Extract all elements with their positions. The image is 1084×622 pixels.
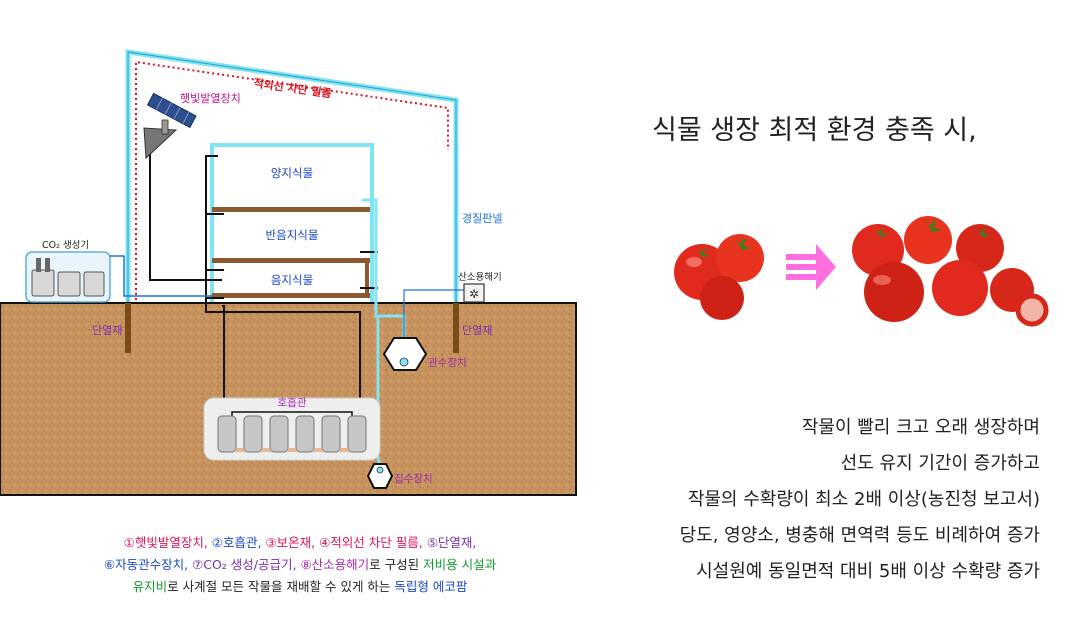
description-line-5: 시설원예 동일면적 대비 5배 이상 수확량 증가 xyxy=(696,561,1040,582)
breathing-pipe-label: 호흡관 xyxy=(278,396,307,409)
water-collector-label: 집수장치 xyxy=(394,473,433,485)
legend-line2-segment: 저비용 시설과 xyxy=(423,557,497,572)
legend-line2-segment: ⑦CO₂ 생성/공급기, xyxy=(192,557,301,572)
half-shade-plant-label: 반음지식물 xyxy=(266,228,319,242)
legend: ①햇빛발열장치, ②호흡관, ③보온재, ④적외선 차단 필름, ⑤단열재, ⑥… xyxy=(20,532,580,598)
tomato-small-group xyxy=(674,234,764,320)
legend-line1-segment: ②호흡관, xyxy=(211,535,266,550)
inner-frame xyxy=(210,143,374,302)
insulation-right-post xyxy=(453,303,459,353)
insulation-left-post xyxy=(125,303,131,353)
irrigation-device xyxy=(382,337,428,371)
legend-line3-segment: 로 사계절 모든 작물을 재배할 수 있게 하는 xyxy=(167,579,395,594)
legend-line1-segment: ⑤단열재, xyxy=(426,535,477,550)
description-line-1: 작물이 빨리 크고 오래 생장하며 xyxy=(801,417,1040,438)
shelf-3 xyxy=(212,293,370,298)
solar-heater-label: 햇빛발열장치 xyxy=(180,92,241,105)
description-line-4: 당도, 영양소, 병충해 면역력 등도 비례하여 증가 xyxy=(679,525,1040,546)
legend-line-1: ①햇빛발열장치, ②호흡관, ③보온재, ④적외선 차단 필름, ⑤단열재, xyxy=(20,532,580,554)
infrared-film xyxy=(135,60,449,300)
description-line-2: 선도 유지 기간이 증가하고 xyxy=(840,453,1040,474)
breathing-pipes xyxy=(217,411,367,453)
solar-heater xyxy=(143,92,197,160)
solar-heater-pipe xyxy=(149,150,222,281)
sun-plant-label: 양지식물 xyxy=(271,166,313,180)
legend-line1-segment: ①햇빛발열장치, xyxy=(123,535,212,550)
insulation-right-label: 단열재 xyxy=(462,324,492,337)
svg-text:✲: ✲ xyxy=(469,287,479,301)
co2-generator xyxy=(25,251,111,303)
legend-line3-segment: 독립형 에코팜 xyxy=(394,579,468,594)
legend-line-3: 유지비로 사계절 모든 작물을 재배할 수 있게 하는 독립형 에코팜 xyxy=(20,576,580,598)
irrigation-device-label: 관수장치 xyxy=(428,357,467,369)
legend-line2-segment: ⑥자동관수장치, xyxy=(103,557,193,572)
water-collector xyxy=(366,463,394,489)
description-line-3: 작물의 수확량이 최소 2배 이상(농진청 보고서) xyxy=(687,489,1040,510)
legend-line1-segment: ③보온재, xyxy=(265,535,320,550)
legend-line2-segment: ⑧산소용해기 xyxy=(300,557,370,572)
insulation-left-label: 단열재 xyxy=(92,324,122,337)
tomato-illustration xyxy=(674,216,1049,327)
tomato-large-group xyxy=(852,216,1049,327)
shade-plant-label: 음지식물 xyxy=(271,273,313,287)
legend-line2-segment: 로 구성된 xyxy=(369,557,424,572)
shelf-1 xyxy=(212,207,370,212)
legend-line1-segment: ④적외선 차단 필름, xyxy=(319,535,427,550)
shelf-2 xyxy=(212,258,370,263)
growth-arrow-icon xyxy=(786,244,836,290)
description: 작물이 빨리 크고 오래 생장하며 선도 유지 기간이 증가하고 작물의 수확량… xyxy=(680,410,1040,590)
headline: 식물 생장 최적 환경 충족 시, xyxy=(652,115,977,146)
oxygen-dissolver: ✲ xyxy=(463,283,485,303)
hard-panel-label: 경질판넬 xyxy=(462,212,502,225)
oxygen-dissolver-label: 산소용해기 xyxy=(458,271,502,283)
legend-line-2: ⑥자동관수장치, ⑦CO₂ 생성/공급기, ⑧산소용해기로 구성된 저비용 시설… xyxy=(20,554,580,576)
co2-generator-label: CO₂ 생성기 xyxy=(42,240,89,251)
eco-farm-diagram: ✲ 적외선 차단 필름 햇빛발열장치 경질판넬 양지식물 반음지식물 음지식물 … xyxy=(0,49,577,496)
legend-line3-segment: 유지비 xyxy=(132,579,168,594)
